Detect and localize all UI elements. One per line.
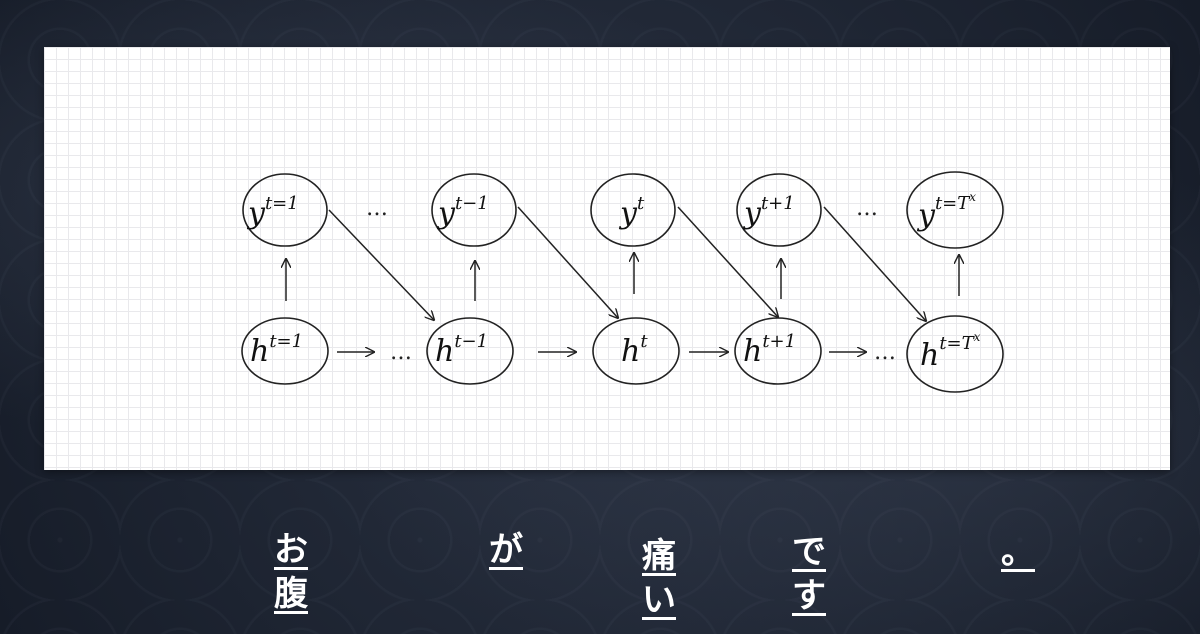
node-h-t1: ht=1: [241, 317, 329, 385]
svg-text:ht+1: ht+1: [743, 331, 796, 369]
arrow-yt-htp1: [677, 206, 778, 317]
svg-text:ht−1: ht−1: [435, 331, 488, 369]
ellipsis-top-1: …: [366, 196, 388, 221]
rnn-diagram: yt=1 yt−1 yt yt+1 yt=Tx ht=1 ht−1: [241, 171, 1004, 393]
ellipsis-bottom-1: …: [390, 340, 412, 365]
node-h-tT: ht=Tx: [906, 315, 1004, 393]
svg-text:ht=Tx: ht=Tx: [920, 330, 981, 373]
node-y-tp1: yt+1: [736, 173, 822, 247]
node-h-tm1: ht−1: [426, 317, 514, 385]
node-y-t1: yt=1: [242, 173, 328, 247]
svg-text:ht=1: ht=1: [250, 331, 303, 369]
svg-text:yt: yt: [618, 193, 645, 231]
subtitle-word-period: 。: [1001, 532, 1035, 572]
subtitle-word-desu: で す: [792, 532, 826, 616]
arrow-ytp1-hT: [823, 206, 926, 321]
subtitle-word-onaka: お 腹: [274, 530, 308, 614]
ellipsis-top-2: …: [856, 196, 878, 221]
subtitle-word-itai: 痛 い: [642, 536, 676, 620]
node-y-tT: yt=Tx: [906, 171, 1004, 249]
svg-text:yt=1: yt=1: [246, 193, 299, 231]
svg-text:yt=Tx: yt=Tx: [916, 190, 976, 233]
arrow-y1-htm1: [328, 209, 434, 320]
node-y-t: yt: [590, 173, 676, 247]
svg-text:ht: ht: [621, 331, 648, 369]
node-h-t: ht: [592, 317, 680, 385]
ellipsis-bottom-2: …: [874, 340, 896, 365]
node-y-tm1: yt−1: [431, 173, 517, 247]
node-h-tp1: ht+1: [734, 317, 822, 385]
svg-text:yt−1: yt−1: [436, 193, 489, 231]
diagram-panel: yt=1 yt−1 yt yt+1 yt=Tx ht=1 ht−1: [44, 47, 1170, 470]
subtitle-word-ga: が: [489, 530, 523, 570]
svg-text:yt+1: yt+1: [742, 193, 795, 231]
arrow-ytm1-ht: [517, 206, 618, 318]
